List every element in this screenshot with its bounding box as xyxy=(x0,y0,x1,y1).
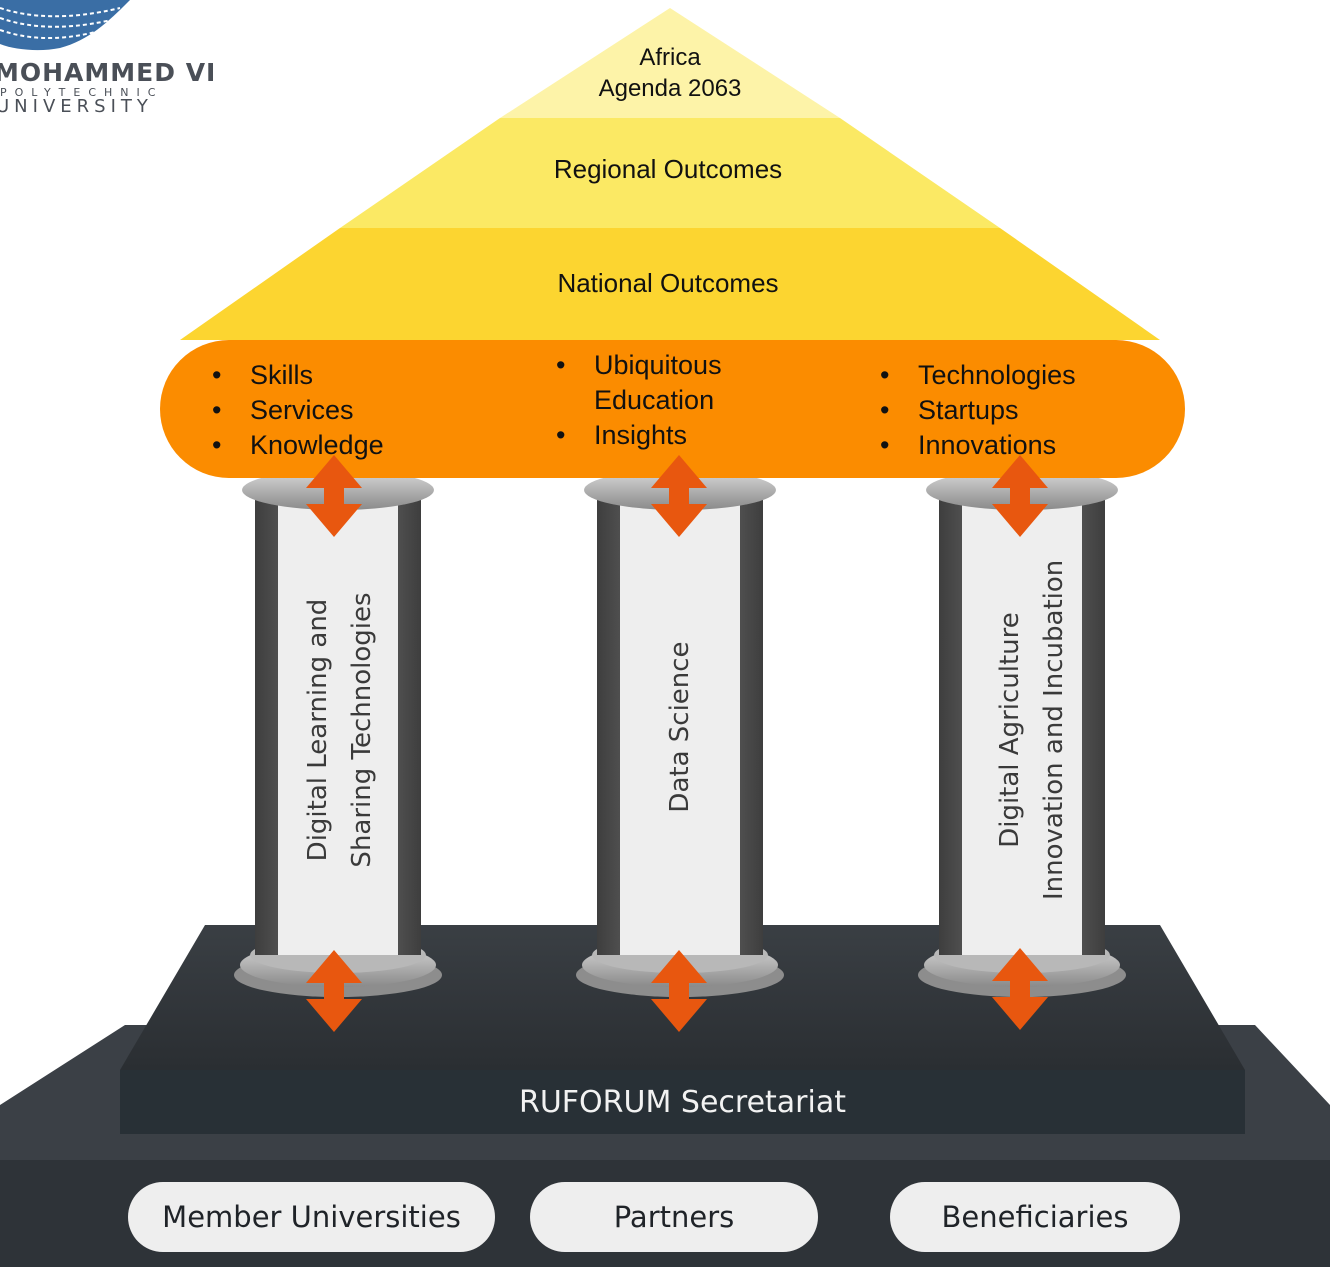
logo-university: UNIVERSITY xyxy=(0,96,153,117)
pillar-right-label: Digital Agriculture Innovation and Incub… xyxy=(988,560,1076,900)
roof-top-label: Africa Agenda 2063 xyxy=(570,42,770,104)
list-item: Knowledge xyxy=(212,428,384,463)
stakeholder-partners: Partners xyxy=(530,1182,818,1252)
secretariat-label: RUFORUM Secretariat xyxy=(519,1084,846,1120)
secretariat-band xyxy=(120,1070,1245,1134)
arrow-double-icon xyxy=(306,455,1048,1032)
pillar-middle-label: Data Science xyxy=(658,577,702,877)
stakeholder-member-universities: Member Universities xyxy=(128,1182,495,1252)
roof-regional-tier xyxy=(340,118,1000,228)
list-item: Innovations xyxy=(880,428,1076,463)
pillar-left-line-1: Digital Learning and xyxy=(303,598,333,862)
logo-subtitle: POLYTECHNIC xyxy=(0,86,164,99)
list-item: Ubiquitous xyxy=(556,348,722,383)
roof-top-tier xyxy=(500,8,840,118)
roof-top-line-2: Agenda 2063 xyxy=(598,75,742,102)
list-item: Startups xyxy=(880,393,1076,428)
beam-right-list: Technologies Startups Innovations xyxy=(880,358,1076,463)
pillar-left-graphic xyxy=(234,470,442,997)
roof-top-line-1: Africa xyxy=(639,44,701,71)
beam-left-list: Skills Services Knowledge xyxy=(212,358,384,463)
pillar-middle-line-1: Data Science xyxy=(665,641,695,813)
roof-national-tier xyxy=(180,228,1160,340)
list-item: Technologies xyxy=(880,358,1076,393)
list-item: Skills xyxy=(212,358,384,393)
pillar-left-label: Digital Learning and Sharing Technologie… xyxy=(296,580,384,880)
stakeholder-beneficiaries: Beneficiaries xyxy=(890,1182,1180,1252)
list-item: Insights xyxy=(556,418,722,453)
national-outcomes-label: National Outcomes xyxy=(557,268,779,298)
regional-outcomes-label: Regional Outcomes xyxy=(553,154,783,184)
pillar-right-line-1: Digital Agriculture xyxy=(995,612,1025,848)
beam-middle-list: Ubiquitous Education Insights xyxy=(556,348,722,453)
pillar-right-line-2: Innovation and Incubation xyxy=(1039,559,1069,900)
list-item: Education xyxy=(594,385,715,415)
pillar-left-line-2: Sharing Technologies xyxy=(347,592,377,868)
wave-grid-logo-icon xyxy=(0,0,130,51)
list-item: Services xyxy=(212,393,384,428)
pillar-middle-graphic xyxy=(576,470,784,997)
pillar-right-graphic xyxy=(918,470,1126,997)
logo-name: MOHAMMED VI xyxy=(0,58,217,87)
